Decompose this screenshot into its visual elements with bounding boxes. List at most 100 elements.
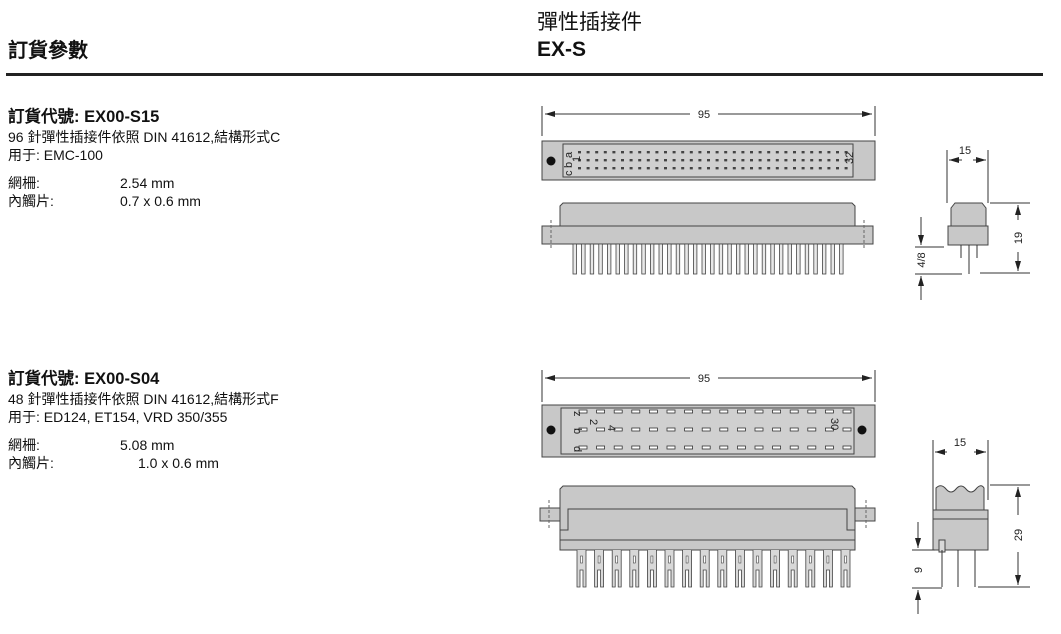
contact-hole <box>629 167 633 170</box>
contact-hole <box>638 151 642 154</box>
mounting-hole-icon <box>546 425 556 435</box>
contact-hole <box>784 159 788 162</box>
item-used-for: 用于: EMC-100 <box>8 147 103 163</box>
contact-hole <box>758 159 762 162</box>
connector-s15-end-view <box>915 150 1030 300</box>
solder-pin <box>632 243 638 275</box>
contact-hole <box>655 167 659 170</box>
contact-hole <box>586 159 590 162</box>
mounting-hole-icon <box>857 425 867 435</box>
solder-pin <box>658 243 663 275</box>
contact-hole <box>621 167 624 170</box>
contact-hole <box>621 159 624 162</box>
contact-hole <box>666 427 676 432</box>
row-label: z <box>571 411 583 417</box>
contact-hole <box>603 151 607 154</box>
contact-hole <box>724 151 728 154</box>
contact-hole <box>681 159 685 162</box>
contact-hole <box>698 167 702 170</box>
pin-number: 2 <box>587 419 599 425</box>
contact-hole <box>775 167 779 170</box>
spec-key: 內觸片: <box>8 193 54 209</box>
solder-pin <box>839 243 844 275</box>
width-dimension: 95 <box>698 109 710 121</box>
contact-hole <box>613 445 623 450</box>
contact-hole <box>758 167 762 170</box>
contact-hole <box>681 151 685 154</box>
contact-hole <box>732 151 736 154</box>
row-label: d <box>571 446 583 452</box>
row-label: b <box>563 162 575 168</box>
contact-hole <box>842 445 852 450</box>
contact-hole <box>612 167 616 170</box>
contact-hole <box>649 427 658 432</box>
contact-hole <box>807 427 817 432</box>
contact-hole <box>758 151 762 154</box>
contact-hole <box>621 151 624 154</box>
contact-hole <box>737 445 746 450</box>
solder-pin <box>693 243 698 275</box>
contact-hole <box>750 151 753 154</box>
spec-value: 2.54 mm <box>120 175 175 191</box>
solder-pin <box>787 550 798 588</box>
solder-pin <box>823 550 833 588</box>
solder-pin <box>736 243 741 275</box>
contact-hole <box>684 427 693 432</box>
solder-pin <box>787 243 792 275</box>
solder-pin <box>701 243 706 275</box>
contact-hole <box>844 167 848 170</box>
solder-pin <box>684 243 689 275</box>
contact-hole <box>629 151 633 154</box>
spec-row: 內觸片:0.7 x 0.6 mm <box>8 192 280 210</box>
pin-slot <box>615 555 619 564</box>
contact-hole <box>724 167 728 170</box>
product-code: EX-S <box>537 38 587 61</box>
contact-hole <box>719 427 729 432</box>
solder-pin <box>813 243 818 275</box>
contact-hole <box>810 159 814 162</box>
height-dimension: 19 <box>1013 232 1025 244</box>
pin-slot <box>650 555 654 564</box>
contact-hole <box>754 445 764 450</box>
contact-hole <box>807 409 817 414</box>
spec-key: 網柵: <box>8 175 40 191</box>
solder-pin <box>594 550 604 588</box>
contact-hole <box>681 167 685 170</box>
solder-pin <box>629 550 640 588</box>
mounting-hole-icon <box>546 156 556 166</box>
solder-pin <box>581 243 586 275</box>
contact-hole <box>818 167 822 170</box>
contact-hole <box>750 167 753 170</box>
contact-hole <box>612 159 616 162</box>
end-width-dimension: 15 <box>959 145 971 157</box>
solder-pin <box>718 243 724 275</box>
contact-hole <box>578 167 581 170</box>
contact-hole <box>666 409 676 414</box>
pin-number: 4 <box>605 425 617 431</box>
row-label: b <box>571 428 583 434</box>
contact-hole <box>789 445 799 450</box>
contact-hole <box>801 151 805 154</box>
solder-pin <box>667 243 672 275</box>
contact-hole <box>719 445 729 450</box>
contact-hole <box>631 427 641 432</box>
contact-hole <box>578 445 588 450</box>
connector-s04-end-view <box>912 440 1030 614</box>
contact-hole <box>698 151 702 154</box>
pin-slot <box>756 555 759 564</box>
contact-hole <box>666 445 676 450</box>
contact-hole <box>775 159 779 162</box>
contact-hole <box>719 409 729 414</box>
solder-pin <box>822 243 827 275</box>
contact-hole <box>750 159 753 162</box>
pin-slot <box>826 555 830 564</box>
spec-key: 網柵: <box>8 437 40 453</box>
contact-hole <box>649 445 658 450</box>
contact-hole <box>767 159 771 162</box>
row-label: a <box>563 151 575 158</box>
solder-pin <box>650 243 655 275</box>
pin-number: 32 <box>844 152 856 164</box>
item-block-s15: 訂貨代號: EX00-S15 96 針彈性插接件依照 DIN 41612,結構形… <box>8 108 280 210</box>
contact-hole <box>836 151 839 154</box>
